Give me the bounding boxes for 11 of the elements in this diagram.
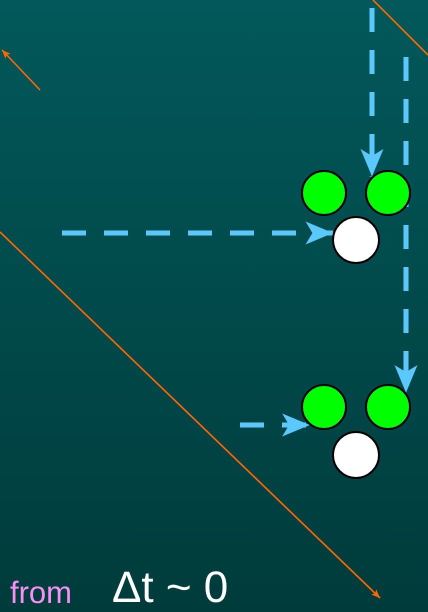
circle: [332, 216, 380, 264]
caption-text: Δt ~ 0: [112, 566, 228, 610]
dashed-arrow: [240, 414, 310, 436]
dashed-arrow: [62, 222, 334, 244]
dashed-arrow: [360, 8, 384, 176]
circle: [365, 170, 411, 216]
caption-text: from: [10, 577, 72, 608]
circle: [332, 431, 380, 479]
circle: [301, 170, 347, 216]
circle: [301, 384, 347, 430]
circle: [365, 384, 411, 430]
